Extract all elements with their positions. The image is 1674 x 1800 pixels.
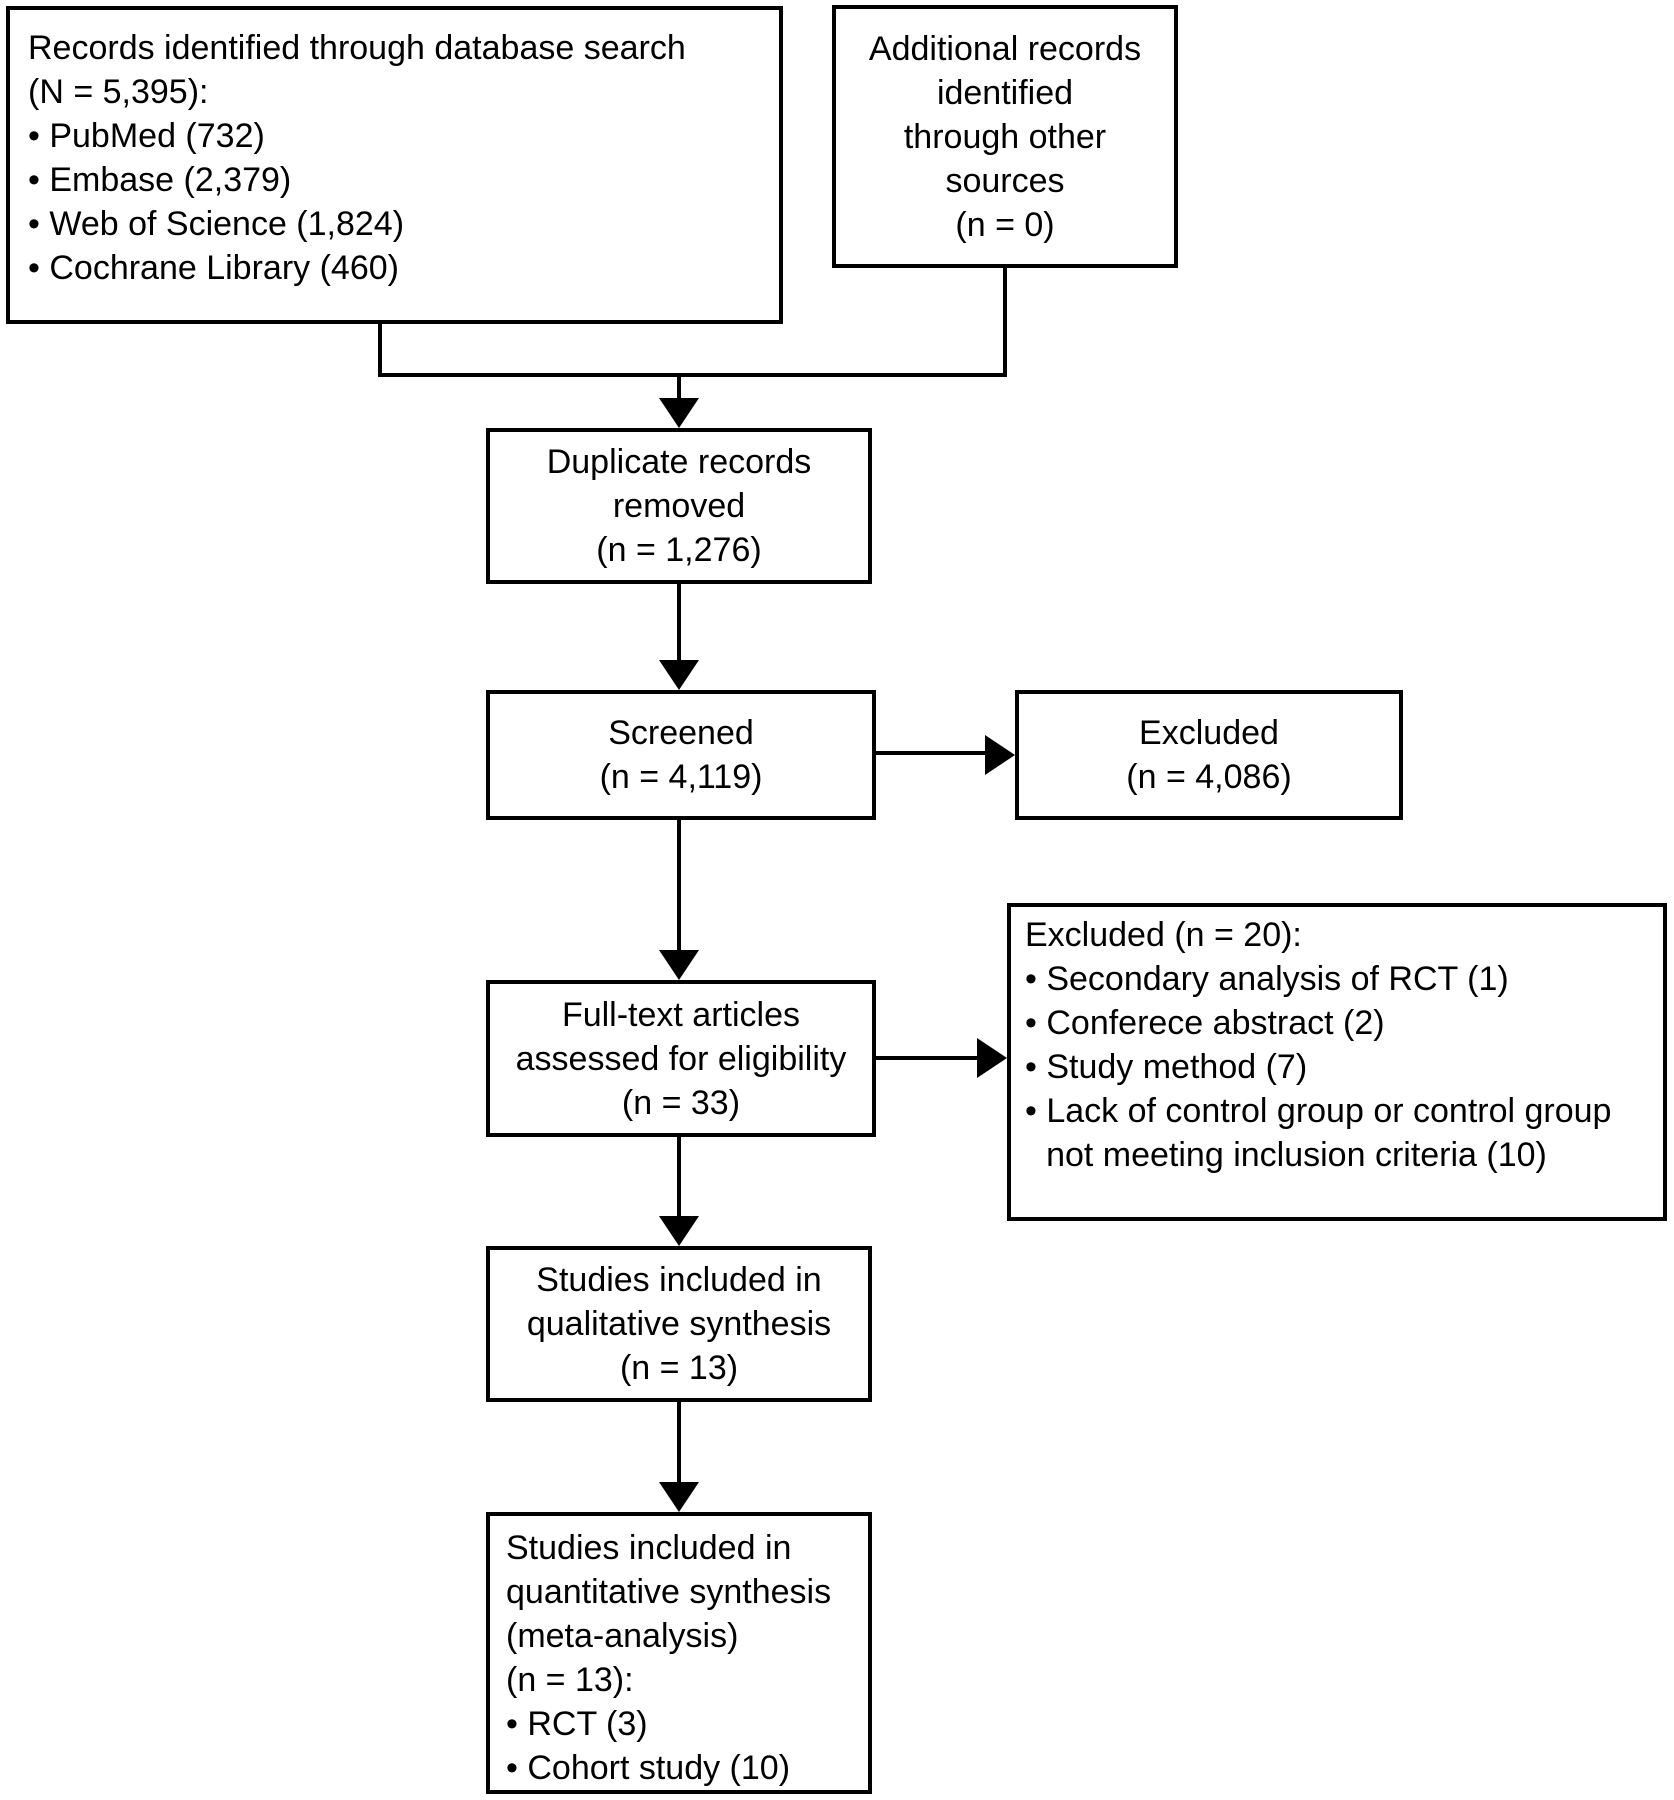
connector-fulltext-to-qualitative	[677, 1137, 681, 1218]
included-study-type-cohort: • Cohort study (10)	[506, 1749, 791, 1787]
connector-additional-down	[1003, 266, 1007, 377]
quantitative-synthesis-title: Studies included in quantitative synthes…	[506, 1529, 832, 1699]
records-identified-title: Records identified through database sear…	[28, 29, 686, 111]
exclusion-reason-lack-of-control-group: • Lack of control group or control group…	[1025, 1092, 1612, 1174]
connector-merge-horizontal	[378, 373, 1007, 377]
records-source-embase: • Embase (2,379)	[28, 161, 292, 199]
screened-text: Screened (n = 4,119)	[599, 714, 763, 796]
included-study-type-rct: • RCT (3)	[506, 1705, 648, 1743]
arrow-down-icon	[659, 660, 699, 690]
screened-excluded-text: Excluded (n = 4,086)	[1126, 714, 1292, 796]
connector-duplicates-to-screened	[677, 584, 681, 664]
connector-identification-down	[378, 320, 382, 377]
exclusion-reason-study-method: • Study method (7)	[1025, 1048, 1308, 1086]
exclusion-reason-conference-abstract: • Conferece abstract (2)	[1025, 1004, 1385, 1042]
box-screened-excluded: Excluded (n = 4,086)	[1015, 690, 1403, 820]
arrow-down-icon	[659, 398, 699, 428]
arrow-down-icon	[659, 1216, 699, 1246]
connector-screened-to-excluded	[876, 751, 987, 755]
connector-fulltext-to-excluded	[876, 1056, 979, 1060]
connector-screened-to-fulltext	[677, 820, 681, 952]
fulltext-assessed-text: Full-text articles assessed for eligibil…	[515, 995, 847, 1122]
records-source-web-of-science: • Web of Science (1,824)	[28, 205, 405, 243]
box-fulltext-assessed: Full-text articles assessed for eligibil…	[486, 980, 876, 1137]
arrow-right-icon	[985, 735, 1015, 775]
connector-merge-stem	[677, 373, 681, 402]
arrow-down-icon	[659, 1482, 699, 1512]
arrow-down-icon	[659, 950, 699, 980]
additional-records-text: Additional records identified through ot…	[868, 29, 1142, 244]
box-duplicates-removed: Duplicate records removed (n = 1,276)	[486, 428, 872, 584]
connector-qualitative-to-quantitative	[677, 1402, 681, 1484]
box-screened: Screened (n = 4,119)	[486, 690, 876, 820]
duplicates-removed-text: Duplicate records removed (n = 1,276)	[546, 443, 812, 569]
box-qualitative-synthesis: Studies included in qualitative synthesi…	[486, 1246, 872, 1402]
box-quantitative-synthesis: Studies included in quantitative synthes…	[486, 1512, 872, 1794]
arrow-right-icon	[977, 1038, 1007, 1078]
box-fulltext-excluded: Excluded (n = 20): • Secondary analysis …	[1007, 903, 1667, 1221]
records-source-cochrane: • Cochrane Library (460)	[28, 249, 399, 287]
box-records-identified: Records identified through database sear…	[6, 6, 783, 324]
fulltext-excluded-title: Excluded (n = 20):	[1025, 916, 1302, 954]
exclusion-reason-secondary-analysis: • Secondary analysis of RCT (1)	[1025, 960, 1509, 998]
qualitative-synthesis-text: Studies included in qualitative synthesi…	[526, 1261, 832, 1387]
records-source-pubmed: • PubMed (732)	[28, 117, 265, 155]
box-additional-records: Additional records identified through ot…	[832, 5, 1178, 268]
